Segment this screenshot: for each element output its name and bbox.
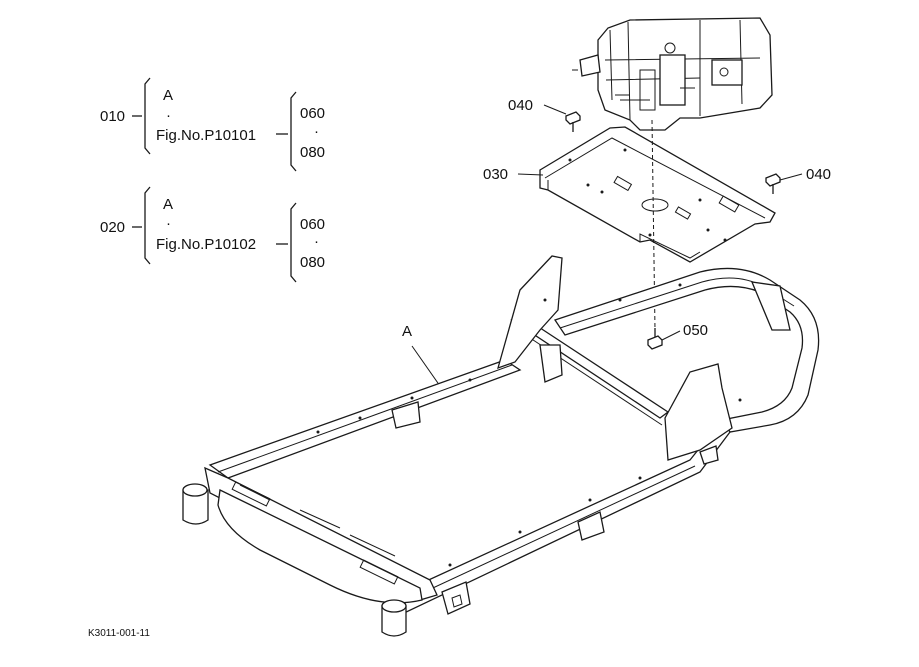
callout-frame: A: [402, 323, 412, 340]
callout-bolt-bottom: 050: [683, 322, 708, 339]
bolt-050: [647, 328, 663, 350]
mounting-plate: [539, 126, 776, 263]
group-020-range-dot: ·: [314, 233, 319, 250]
bolt-040-right: [765, 173, 781, 194]
bolt-040-left: [565, 111, 581, 132]
group-010-range-start: 060: [300, 105, 325, 122]
group-020-dot: ·: [166, 215, 171, 232]
group-020-ref: 020: [100, 219, 125, 236]
callout-bolt-right: 040: [806, 166, 831, 183]
group-020-range-end: 080: [300, 254, 325, 271]
group-010-range-dot: ·: [314, 123, 319, 140]
group-010-top: A: [163, 87, 173, 104]
group-010-range-end: 080: [300, 144, 325, 161]
callout-bolt-left: 040: [508, 97, 533, 114]
group-010-bracket: 010 A · Fig.No.P10101 060 · 080: [100, 77, 325, 172]
engine-illustration: [572, 17, 773, 131]
drawing-code: K3011-001-11: [88, 628, 150, 639]
group-010-dot: ·: [166, 107, 171, 124]
group-010-figno: Fig.No.P10101: [156, 127, 256, 144]
group-010-ref: 010: [100, 108, 125, 125]
callout-plate: 030: [483, 166, 508, 183]
group-020-top: A: [163, 196, 173, 213]
group-020-bracket: 020 A · Fig.No.P10102 060 · 080: [100, 186, 325, 283]
group-020-range-start: 060: [300, 216, 325, 233]
group-020-figno: Fig.No.P10102: [156, 236, 256, 253]
main-frame: [182, 255, 820, 637]
